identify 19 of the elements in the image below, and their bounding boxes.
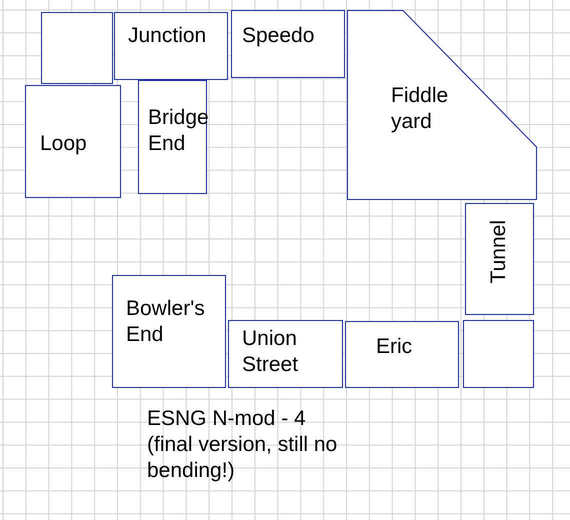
module-name: Union Street: [242, 326, 300, 378]
module-box: [114, 12, 228, 80]
module-box: [25, 85, 121, 198]
module-name: Speedo: [242, 23, 316, 49]
module-name: Eric: [376, 334, 414, 360]
empty-module-box: [463, 320, 534, 388]
module-name: Junction: [128, 23, 208, 49]
module-name: Tunnel: [486, 220, 511, 284]
empty-module-box: [41, 12, 113, 84]
module-name: Fiddle yard: [391, 83, 450, 135]
module-box: [112, 275, 226, 388]
module-box: [345, 321, 459, 388]
module-name: Bowler's End: [126, 296, 206, 348]
module-box: [465, 203, 534, 315]
module-name: Loop: [40, 131, 88, 157]
note-text: ESNG N-mod - 4 (final version, still no bending!): [147, 406, 338, 484]
module-box: [228, 320, 343, 388]
module-box: [347, 10, 537, 200]
module-box: [231, 10, 345, 78]
